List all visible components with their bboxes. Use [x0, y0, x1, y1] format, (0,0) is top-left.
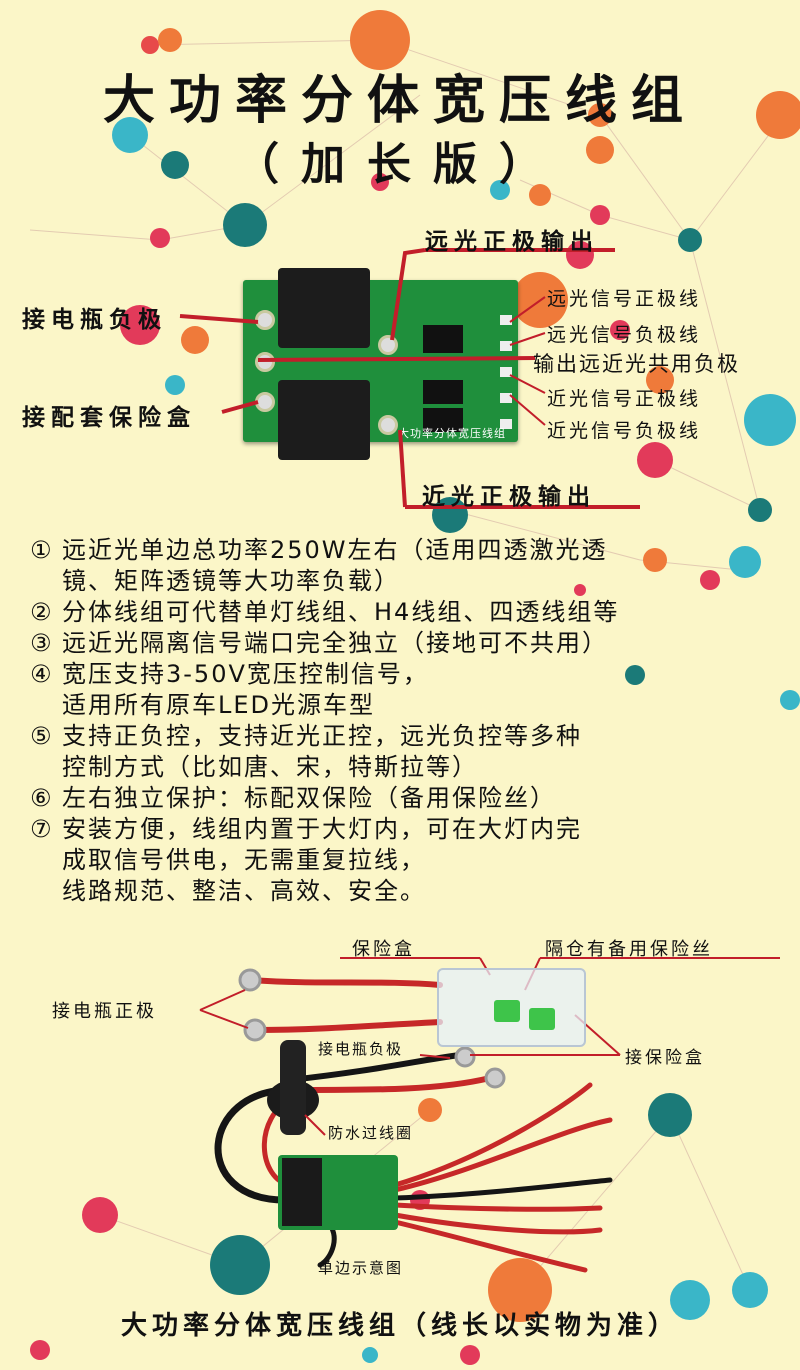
label-fuse-box-harness: 保险盒 [352, 939, 415, 960]
ic-chip-3 [423, 408, 463, 432]
pad-shared-negative [255, 352, 275, 372]
board-silkscreen-label: 大功率分体宽压线组 [398, 427, 506, 440]
page-subtitle: （加长版） [235, 139, 565, 190]
wiring-harness-image [199, 957, 780, 1273]
ring-terminal-2 [243, 1018, 267, 1042]
label-shared-negative: 输出远近光共用负极 [533, 352, 740, 376]
label-high-beam-positive-output: 远光正极输出 [425, 229, 599, 255]
fuse-box-image [437, 968, 586, 1047]
label-battery-positive: 接电瓶正极 [52, 1001, 157, 1022]
feature-item-7-cont-2: 线路规范、整洁、高效、安全。 [62, 877, 426, 905]
ring-terminal-4 [484, 1067, 506, 1089]
label-high-signal-negative: 远光信号负极线 [547, 324, 702, 346]
label-diagram-caption: 单边示意图 [318, 1259, 404, 1277]
board-annotation-lines [179, 248, 640, 509]
label-grommet: 防水过线圈 [328, 1124, 414, 1142]
label-spare-fuse: 隔仓有备用保险丝 [545, 939, 713, 960]
feature-item-4-cont: 适用所有原车LED光源车型 [62, 691, 376, 719]
relay-bottom [278, 380, 370, 460]
label-to-fuse-box: 接保险盒 [625, 1048, 705, 1068]
ring-terminal-3 [454, 1046, 476, 1068]
pad-low-beam [378, 415, 398, 435]
label-battery-negative: 接电瓶负极 [22, 307, 167, 333]
footer-caption: 大功率分体宽压线组（线长以实物为准） [120, 1311, 679, 1341]
fuse-icon [529, 1008, 555, 1030]
label-low-signal-positive: 近光信号正极线 [547, 388, 702, 410]
ring-terminal-1 [238, 968, 262, 992]
spare-fuse-icon [494, 1000, 520, 1022]
ic-chip-2 [423, 380, 463, 404]
label-battery-negative-harness: 接电瓶负极 [318, 1040, 404, 1058]
signal-pins-column [500, 315, 512, 435]
label-low-signal-negative: 近光信号负极线 [547, 420, 702, 442]
relay-top [278, 268, 370, 348]
ic-chip-1 [423, 325, 463, 353]
feature-item-5-cont: 控制方式（比如唐、宋，特斯拉等） [62, 753, 478, 781]
label-low-beam-positive-output: 近光正极输出 [422, 484, 596, 510]
page-title: 大功率分体宽压线组 [102, 71, 697, 131]
label-high-signal-positive: 远光信号正极线 [547, 288, 702, 310]
feature-item-1-cont: 镜、矩阵透镜等大功率负载） [62, 567, 400, 595]
label-fuse-box: 接配套保险盒 [22, 405, 196, 431]
feature-item-7-cont-1: 成取信号供电，无需重复拉线， [62, 846, 426, 874]
